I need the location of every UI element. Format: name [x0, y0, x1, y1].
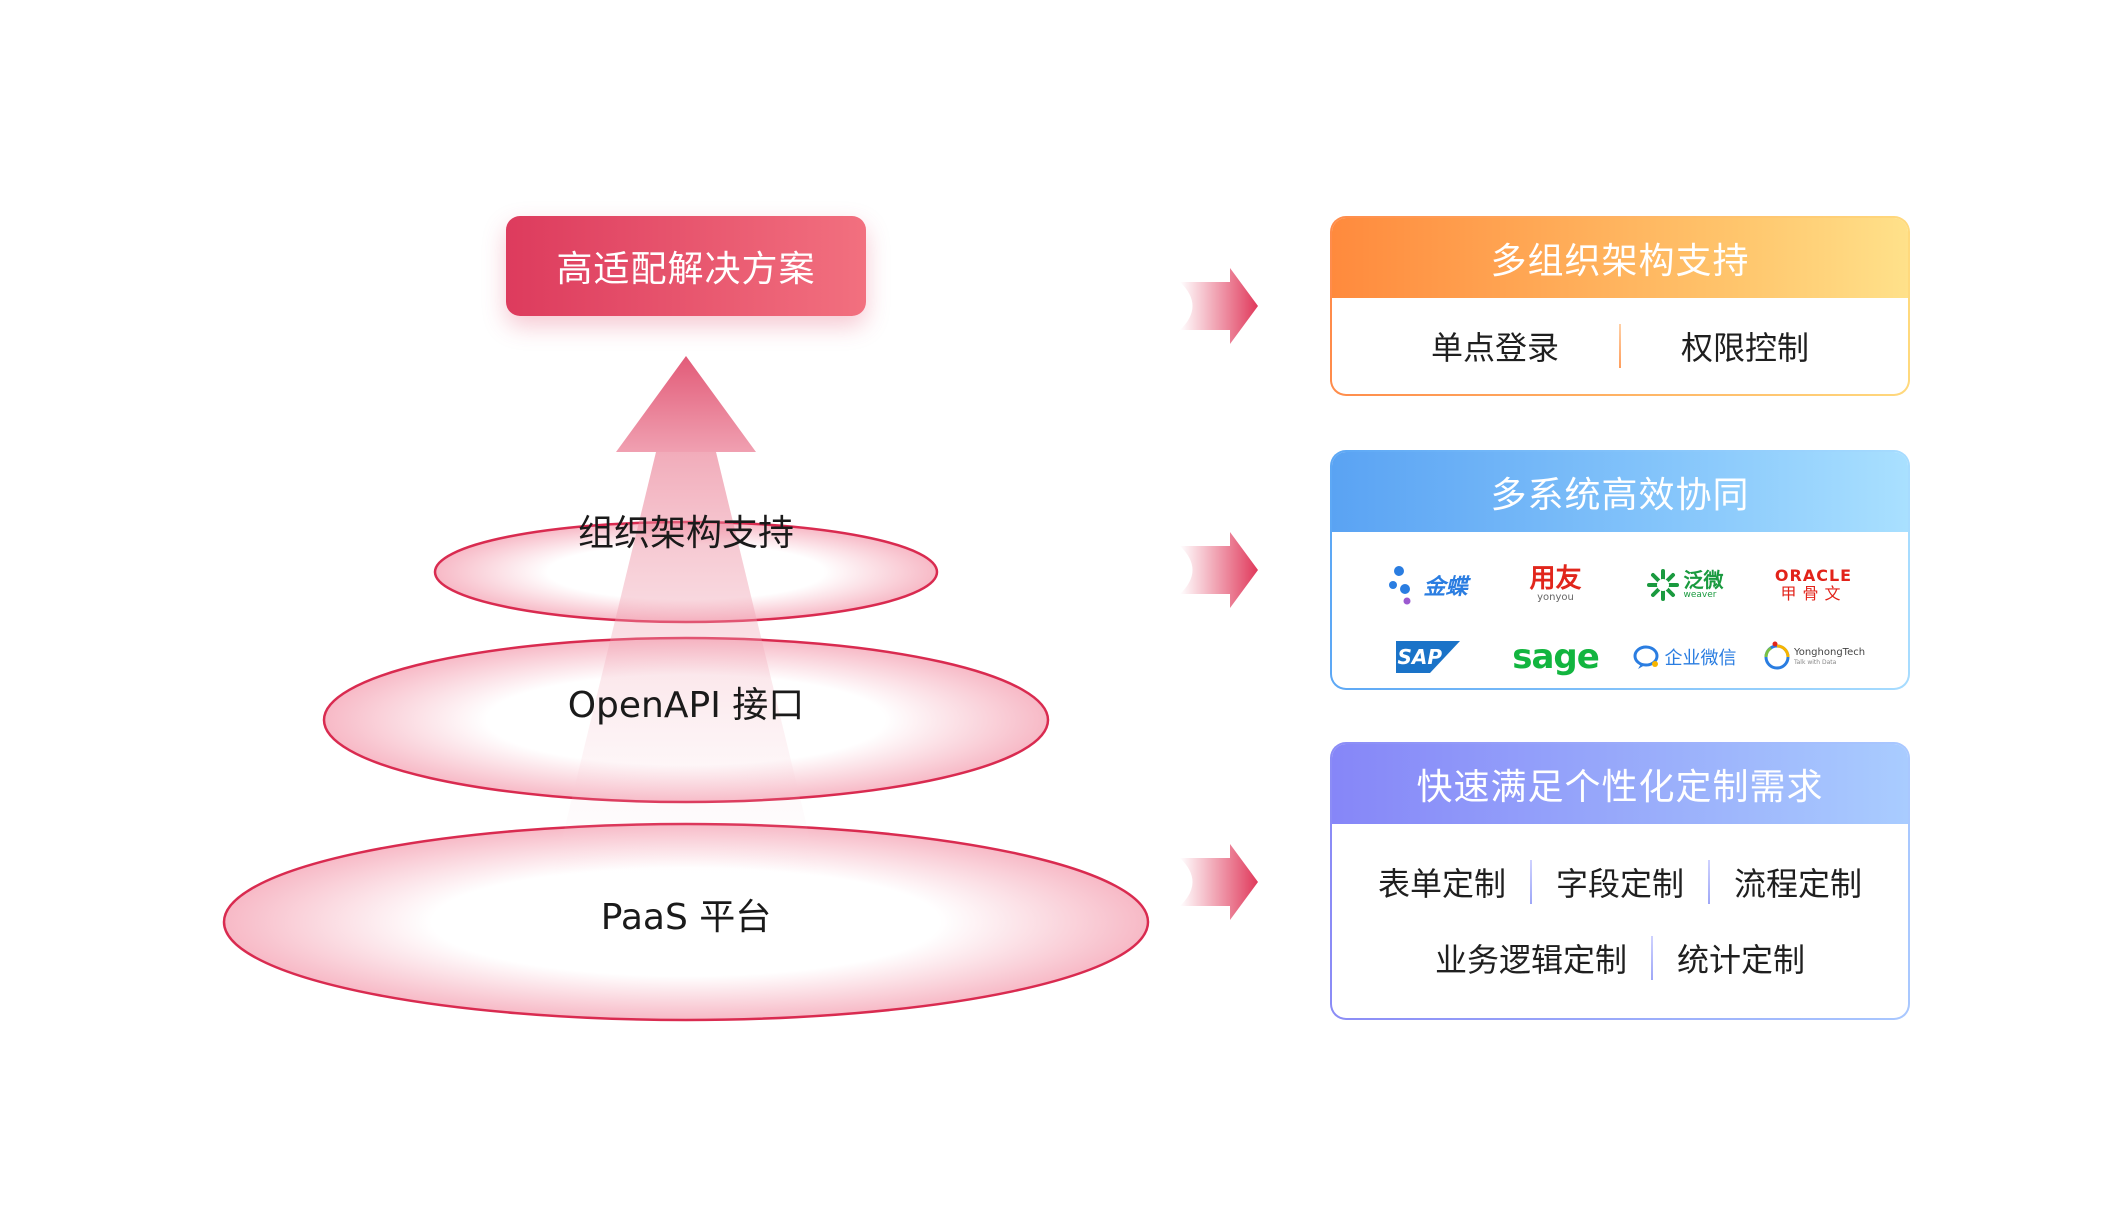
divider [1529, 860, 1532, 904]
wecom-logo: 企业微信 [1620, 632, 1749, 682]
top-solution-badge: 高适配解决方案 [506, 216, 866, 316]
card-multi-system: 多系统高效协同 金蝶 用友 yonyou [1330, 450, 1910, 690]
sage-logo: sage [1491, 632, 1620, 682]
item-sso: 单点登录 [1430, 329, 1559, 367]
logo-grid: 金蝶 用友 yonyou 泛微 weaver ORACLE 甲骨文 [1332, 532, 1908, 682]
right-arrow-3 [1180, 844, 1258, 920]
item-form-custom: 表单定制 [1377, 865, 1506, 903]
layer-label-paas: PaaS 平台 [600, 897, 772, 938]
weaver-icon [1646, 569, 1679, 601]
yonyou-logo: 用友 yonyou [1491, 560, 1620, 610]
card-customization: 快速满足个性化定制需求 表单定制 字段定制 流程定制 业务逻辑定制 统计定制 [1330, 742, 1910, 1020]
right-arrow-2 [1180, 532, 1258, 608]
yonyou-text: 用友 [1529, 564, 1582, 594]
card-title: 快速满足个性化定制需求 [1332, 744, 1908, 824]
item-permission: 权限控制 [1681, 329, 1810, 367]
sap-logo: SAP [1362, 632, 1491, 682]
sap-icon [1395, 641, 1460, 673]
item-field-custom: 字段定制 [1555, 865, 1684, 903]
kingdee-logo: 金蝶 [1362, 560, 1491, 610]
divider [1619, 324, 1621, 368]
weaver-text: 泛微 [1683, 568, 1724, 592]
item-flow-custom: 流程定制 [1734, 865, 1863, 903]
oracle-sub: 甲骨文 [1780, 584, 1847, 603]
yonghong-logo: YonghongTech Talk with Data [1749, 632, 1878, 682]
wecom-icon [1633, 645, 1658, 669]
up-arrow-shaft [552, 452, 820, 880]
kingdee-text: 金蝶 [1423, 575, 1468, 600]
oracle-logo: ORACLE 甲骨文 [1749, 560, 1878, 610]
divider [1708, 860, 1710, 904]
yonghong-text: YonghongTech [1793, 647, 1866, 658]
item-logic-custom: 业务逻辑定制 [1434, 941, 1627, 979]
weaver-logo: 泛微 weaver [1620, 560, 1749, 610]
divider [1651, 936, 1653, 980]
right-arrow-1 [1180, 268, 1258, 344]
item-stats-custom: 统计定制 [1677, 941, 1806, 979]
up-arrow-head [616, 356, 756, 452]
wecom-text: 企业微信 [1664, 648, 1737, 669]
kingdee-icon [1389, 566, 1411, 605]
yonyou-sub: yonyou [1537, 592, 1574, 603]
sage-text: sage [1512, 637, 1600, 677]
card-multi-org: 多组织架构支持 单点登录 权限控制 [1330, 216, 1910, 396]
card-title: 多组织架构支持 [1332, 218, 1908, 298]
layer-label-openapi: OpenAPI 接口 [567, 685, 805, 726]
card-title: 多系统高效协同 [1332, 452, 1908, 532]
sap-text: SAP [1397, 645, 1443, 669]
yonghong-sub: Talk with Data [1793, 659, 1837, 666]
weaver-sub: weaver [1683, 590, 1717, 600]
oracle-text: ORACLE [1774, 566, 1853, 585]
layer-label-org: 组织架构支持 [577, 513, 794, 554]
yonghong-icon [1764, 641, 1790, 670]
